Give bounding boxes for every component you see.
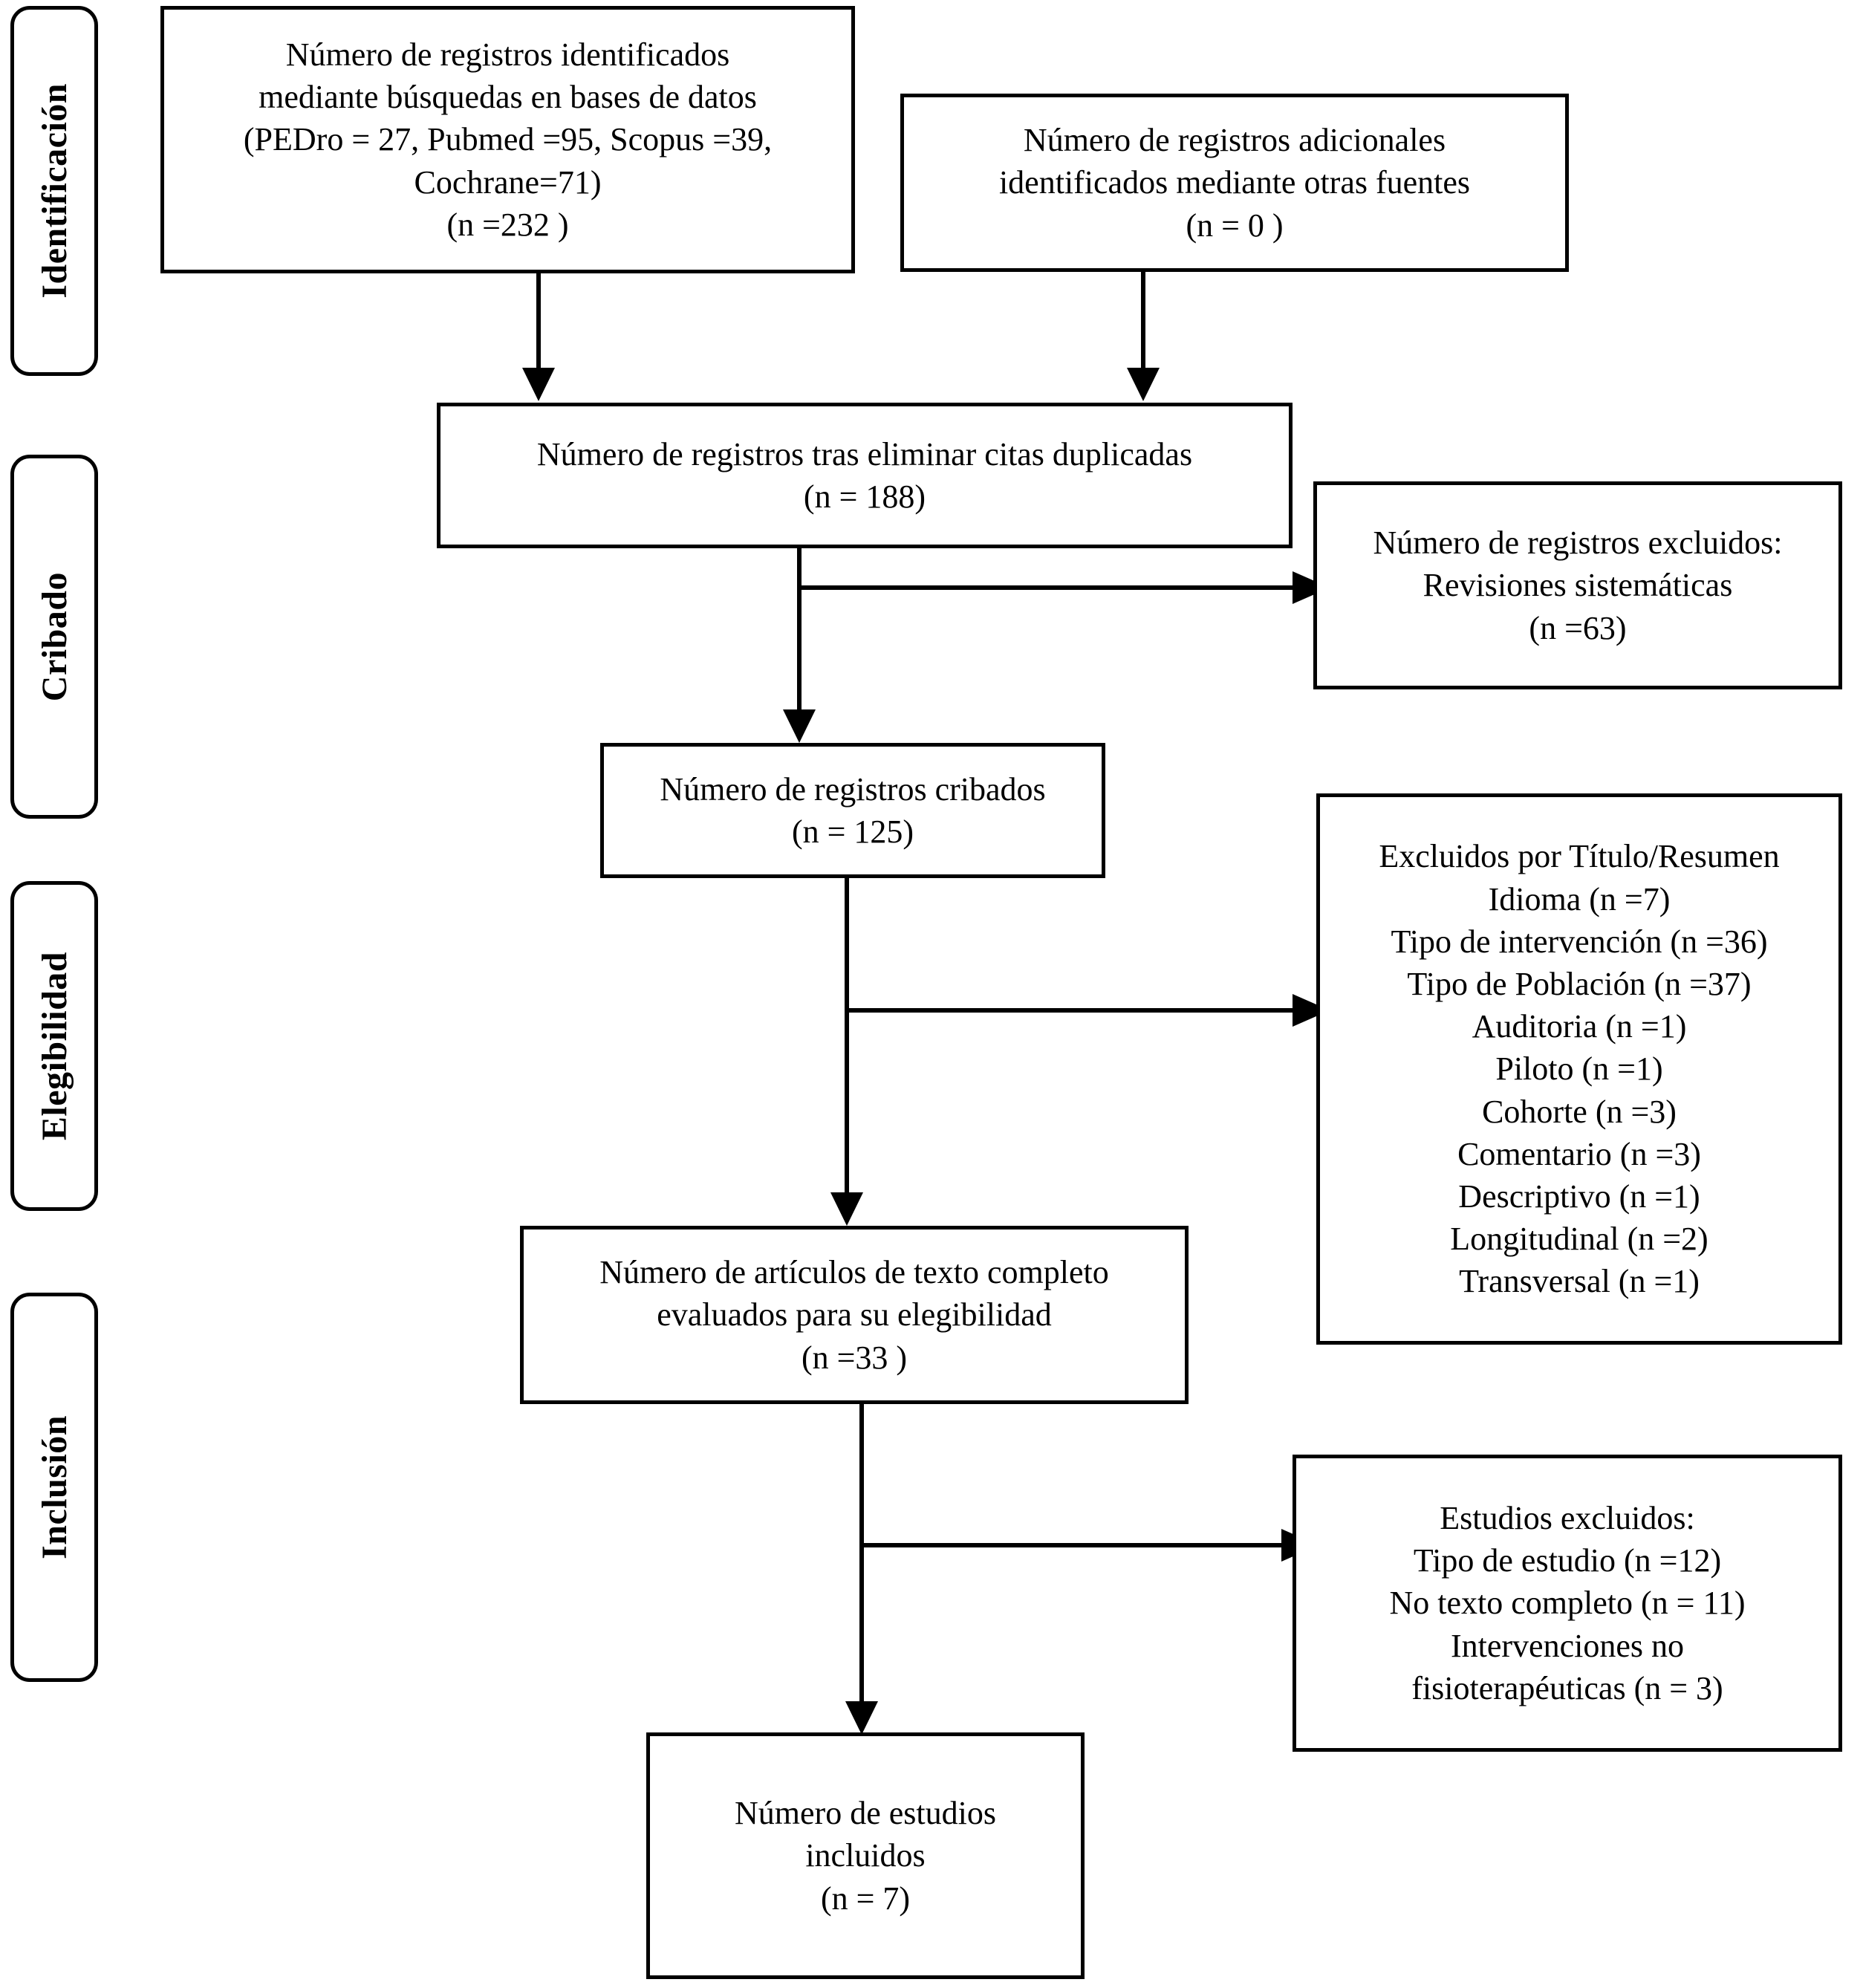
box-fulltext-assessed: Número de artículos de texto completo ev… [520,1226,1189,1404]
box-studies-excluded-text: Estudios excluidos: Tipo de estudio (n =… [1389,1500,1746,1706]
connector-screened-to-excluded-title [847,994,1330,1027]
stage-tab-inclusion: Inclusión [10,1293,98,1682]
box-excluded-title-abstract-text: Excluidos por Título/Resumen Idioma (n =… [1379,838,1780,1300]
stage-tab-cribado: Cribado [10,455,98,819]
connector-fulltext-to-included [845,1397,878,1735]
box-records-screened: Número de registros cribados (n = 125) [600,743,1105,878]
stage-label-inclusion: Inclusión [34,1415,74,1559]
stage-tab-elegibilidad: Elegibilidad [10,881,98,1211]
box-additional-records-text: Número de registros adicionales identifi… [998,122,1471,244]
connector-screened-to-fulltext [830,873,863,1226]
box-records-identified-text: Número de registros identificados median… [243,36,773,243]
connector-dedup-to-excluded-reviews [799,571,1330,604]
stage-label-elegibilidad: Elegibilidad [34,951,74,1141]
box-studies-included: Número de estudios incluidos (n = 7) [646,1732,1085,1979]
box-after-duplicates: Número de registros tras eliminar citas … [437,403,1293,548]
stage-label-cribado: Cribado [34,571,74,702]
box-records-screened-text: Número de registros cribados (n = 125) [660,770,1046,850]
box-records-identified: Número de registros identificados median… [160,6,855,273]
connector-dedup-to-screened [783,545,816,743]
connector-fulltext-to-studies-excluded [862,1529,1319,1562]
connector-additional-to-dedup [1127,270,1160,401]
box-after-duplicates-text: Número de registros tras eliminar citas … [536,435,1193,515]
box-studies-excluded: Estudios excluidos: Tipo de estudio (n =… [1293,1455,1842,1752]
box-excluded-title-abstract: Excluidos por Título/Resumen Idioma (n =… [1316,793,1842,1345]
connector-identified-to-dedup [522,272,555,401]
stage-tab-identificacion: Identificación [10,6,98,376]
box-fulltext-assessed-text: Número de artículos de texto completo ev… [599,1254,1109,1376]
box-additional-records: Número de registros adicionales identifi… [900,94,1569,272]
box-records-excluded-reviews-text: Número de registros excluidos: Revisione… [1373,524,1783,646]
box-studies-included-text: Número de estudios incluidos (n = 7) [735,1795,996,1917]
stage-label-identificacion: Identificación [34,83,74,299]
box-records-excluded-reviews: Número de registros excluidos: Revisione… [1313,481,1842,689]
